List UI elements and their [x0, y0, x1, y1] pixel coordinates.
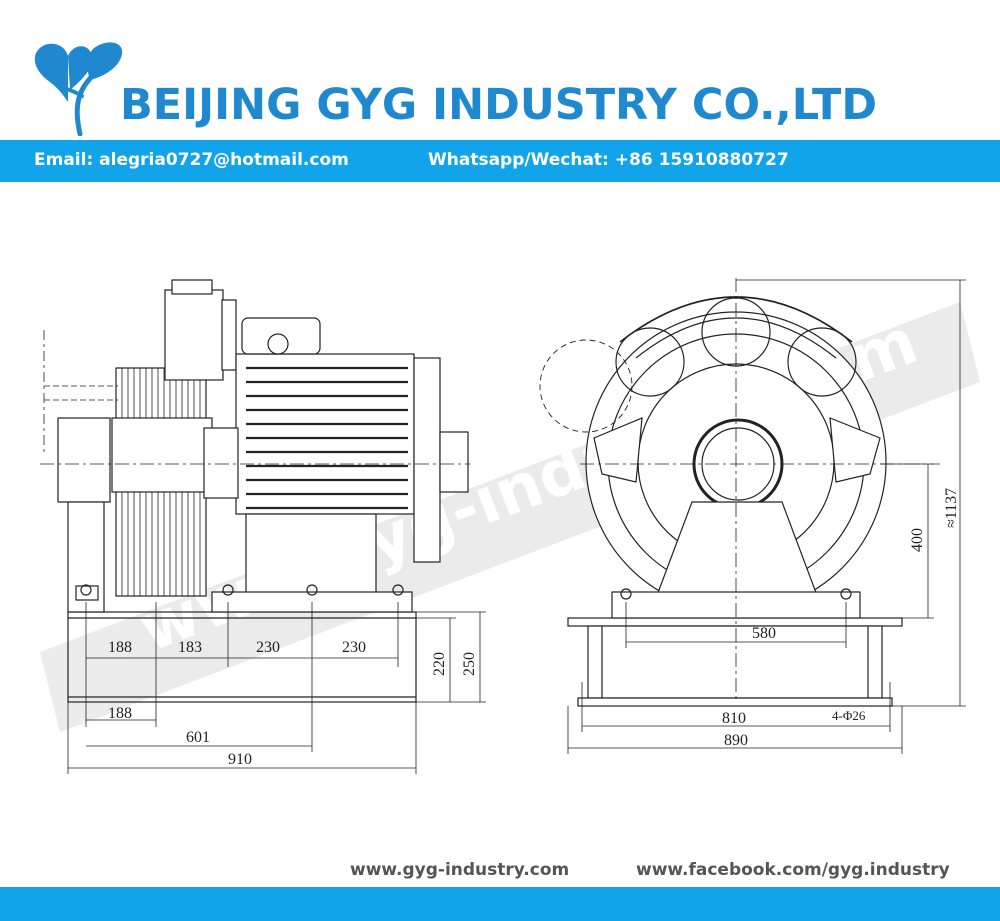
dim-580: 580	[752, 625, 776, 642]
dim-890: 890	[724, 732, 748, 749]
dim-holes: 4-Φ26	[832, 708, 866, 723]
facebook-link[interactable]: www.facebook.com/gyg.industry	[636, 860, 950, 880]
dim-230-b: 230	[342, 639, 366, 656]
heart-leaf-logo-icon	[34, 42, 123, 136]
dim-220: 220	[431, 652, 448, 676]
company-name: BEIJING GYG INDUSTRY CO.,LTD	[120, 80, 878, 130]
contact-bar: Email: alegria0727@hotmail.com Whatsapp/…	[0, 140, 1000, 182]
phone-text: Whatsapp/Wechat: +86 15910880727	[428, 150, 789, 170]
dim-400: 400	[909, 528, 926, 552]
dim-188-top: 188	[108, 639, 132, 656]
technical-drawing: www.gyg-industry.com	[40, 278, 980, 774]
header: BEIJING GYG INDUSTRY CO.,LTD	[0, 0, 1000, 138]
footer-bar	[0, 887, 1000, 921]
dim-1137: ≈1137	[943, 488, 960, 528]
dim-188-bottom: 188	[108, 705, 132, 722]
email-text: Email: alegria0727@hotmail.com	[34, 150, 349, 170]
dim-810: 810	[722, 710, 746, 727]
front-view	[539, 278, 966, 754]
dim-230-a: 230	[256, 639, 280, 656]
website-link[interactable]: www.gyg-industry.com	[350, 860, 570, 880]
dim-910: 910	[228, 751, 252, 768]
footer-links: www.gyg-industry.com www.facebook.com/gy…	[0, 860, 1000, 884]
side-view	[40, 279, 486, 774]
dim-601: 601	[186, 729, 210, 746]
dim-183: 183	[178, 639, 202, 656]
dim-250: 250	[461, 652, 478, 676]
